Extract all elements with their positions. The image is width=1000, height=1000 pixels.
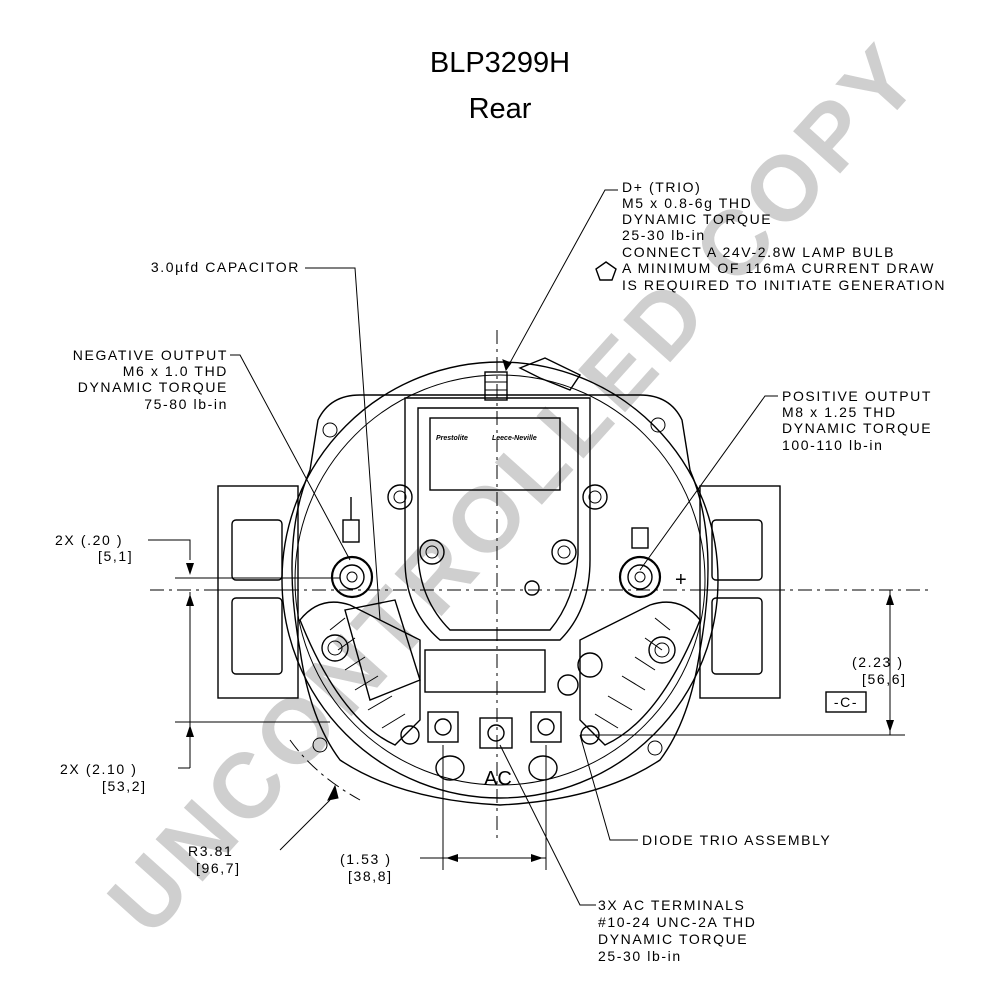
- positive-line-3: DYNAMIC TORQUE: [782, 420, 932, 436]
- d-plus-line-4: 25-30 lb-in: [622, 227, 706, 243]
- ac-terminals-line-3: DYNAMIC TORQUE: [598, 931, 748, 947]
- datum-label: -C-: [834, 694, 858, 710]
- d-plus-line-2: M5 x 0.8-6g THD: [622, 195, 752, 211]
- brand-label-1: Prestolite: [436, 435, 468, 442]
- drawing-subtitle: Rear: [469, 93, 532, 125]
- ac-terminals-line-2: #10-24 UNC-2A THD: [598, 914, 756, 930]
- housing: [281, 361, 719, 806]
- dim-020-inch: 2X (.20 ): [55, 532, 123, 548]
- dim-210-inch: 2X (2.10 ): [60, 761, 137, 777]
- watermark: UNCONTROLLED COPY: [89, 23, 941, 953]
- drawing-title: BLP3299H: [430, 47, 570, 79]
- positive-line-1: POSITIVE OUTPUT: [782, 388, 932, 404]
- leader-lines: [230, 189, 778, 906]
- dim-153-inch: (1.53 ): [340, 851, 392, 867]
- brand-label-2: Leece-Neville: [492, 435, 537, 442]
- negative-line-3: DYNAMIC TORQUE: [78, 379, 228, 395]
- ac-label: AC: [484, 768, 512, 790]
- ac-terminals: AC: [427, 711, 562, 790]
- dim-153-mm: [38,8]: [348, 868, 393, 884]
- positive-output-stud: +: [618, 527, 687, 599]
- callout-positive-output: POSITIVE OUTPUT M8 x 1.25 THD DYNAMIC TO…: [782, 388, 932, 453]
- diode-trio-label: DIODE TRIO ASSEMBLY: [642, 832, 831, 848]
- ac-terminals-line-1: 3X AC TERMINALS: [598, 897, 745, 913]
- d-plus-terminal: [484, 357, 582, 401]
- dimension-arrows: [186, 563, 894, 862]
- dim-223-mm: [56,6]: [862, 671, 907, 687]
- datum-box: [825, 691, 867, 713]
- diode-trio-box: [424, 649, 603, 696]
- positive-line-2: M8 x 1.25 THD: [782, 404, 897, 420]
- negative-line-1: NEGATIVE OUTPUT: [73, 347, 228, 363]
- radius-mm: [96,7]: [196, 860, 241, 876]
- d-plus-line-5: CONNECT A 24V-2.8W LAMP BULB: [622, 244, 895, 260]
- negative-line-2: M6 x 1.0 THD: [123, 363, 228, 379]
- pentagon-symbol: [595, 261, 617, 281]
- d-plus-line-6: A MINIMUM OF 116mA CURRENT DRAW: [622, 260, 935, 276]
- d-plus-line-3: DYNAMIC TORQUE: [622, 211, 772, 227]
- positive-line-4: 100-110 lb-in: [782, 437, 884, 453]
- right-mount-blocks: [699, 485, 781, 699]
- callout-negative-output: NEGATIVE OUTPUT M6 x 1.0 THD DYNAMIC TOR…: [73, 347, 228, 412]
- callout-ac-terminals: 3X AC TERMINALS #10-24 UNC-2A THD DYNAMI…: [598, 897, 756, 964]
- dim-210-mm: [53,2]: [102, 778, 147, 794]
- capacitor-label: 3.0µfd CAPACITOR: [151, 259, 300, 275]
- dim-020-mm: [5,1]: [98, 548, 133, 564]
- d-plus-line-7: IS REQUIRED TO INITIATE GENERATION: [622, 277, 946, 293]
- dim-223-inch: (2.23 ): [852, 654, 904, 670]
- d-plus-line-1: D+ (TRIO): [622, 179, 701, 195]
- rectifier-plates: [299, 601, 701, 746]
- dimension-lines: [148, 539, 905, 870]
- negative-line-4: 75-80 lb-in: [144, 396, 228, 412]
- left-mount-blocks: [217, 485, 299, 699]
- ac-terminals-line-4: 25-30 lb-in: [598, 948, 682, 964]
- regulator: Prestolite Leece-Neville: [387, 397, 608, 641]
- radius-inch: R3.81: [188, 843, 233, 859]
- positive-symbol: +: [675, 569, 687, 591]
- callout-d-plus: D+ (TRIO) M5 x 0.8-6g THD DYNAMIC TORQUE…: [622, 179, 946, 293]
